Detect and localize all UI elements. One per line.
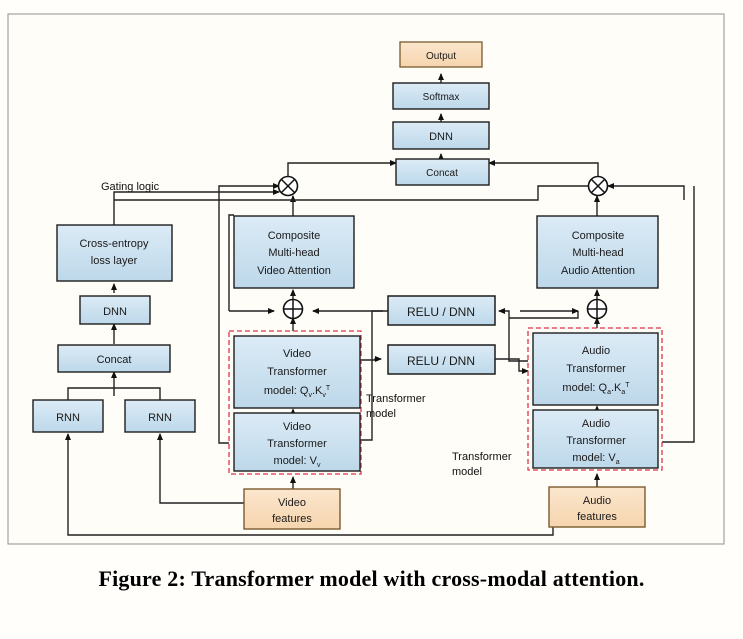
edge-gating-right-to-audiogate — [607, 183, 685, 200]
node-concat-top-label: Concat — [426, 168, 458, 179]
node-audio-features-line1: Audio — [583, 495, 611, 507]
edge-leftbus-vertical — [228, 214, 234, 311]
annotation-transformer-model-video-line2: model — [366, 408, 396, 420]
edge-audioqk-to-reluupper — [498, 308, 528, 362]
edge-videov-branch — [360, 310, 383, 441]
audio-transformer-group — [527, 327, 663, 471]
node-dnn-left-label: DNN — [103, 306, 127, 318]
node-softmax: Softmax — [392, 82, 490, 110]
node-composite-audio-line2: Multi-head — [572, 247, 623, 259]
annotation-transformer-model-audio-line1: Transformer — [452, 451, 512, 463]
node-softmax-label: Softmax — [423, 92, 460, 103]
node-composite-video-line1: Composite — [268, 230, 321, 242]
node-video-qk-line2: Transformer — [267, 366, 327, 378]
figure-caption: Figure 2: Transformer model with cross-m… — [98, 566, 645, 591]
edge-gating-to-videogate — [113, 189, 280, 225]
node-output: Output — [399, 41, 483, 68]
node-composite-audio-line3: Audio Attention — [561, 265, 635, 277]
node-composite-multihead-audio-attention: Composite Multi-head Audio Attention — [536, 215, 659, 289]
node-composite-video-line2: Multi-head — [268, 247, 319, 259]
node-rnn-left: RNN — [32, 399, 104, 433]
node-cross-entropy-loss-layer: Cross-entropy loss layer — [56, 224, 173, 282]
operator-gate-audio-multiply — [587, 175, 609, 197]
node-rnn-right-label: RNN — [148, 412, 172, 424]
node-audio-qk-line2: Transformer — [566, 363, 626, 375]
node-relu-dnn-upper-label: RELU / DNN — [407, 305, 475, 319]
node-rnn-right: RNN — [124, 399, 196, 433]
node-concat-left-label: Concat — [97, 354, 132, 366]
node-audio-features: Audio features — [548, 486, 646, 528]
node-dnn-top-label: DNN — [429, 131, 453, 143]
node-video-transformer-v: Video Transformer model: Vv — [233, 412, 361, 472]
node-cross-entropy-line2: loss layer — [91, 255, 138, 267]
node-relu-dnn-lower-label: RELU / DNN — [407, 354, 475, 368]
node-concat-top: Concat — [395, 158, 490, 186]
edge-audiov-right-bus — [662, 186, 695, 443]
node-composite-multihead-video-attention: Composite Multi-head Video Attention — [233, 215, 355, 289]
annotation-gating-logic: Gating logic — [101, 181, 160, 193]
node-audio-features-line2: features — [577, 511, 617, 523]
node-audio-transformer-v: Audio Transformer model: Va — [532, 409, 659, 469]
node-video-v-line2: Transformer — [267, 438, 327, 450]
node-relu-dnn-upper: RELU / DNN — [387, 295, 496, 326]
edge-videoqk-to-relulower — [360, 356, 382, 362]
node-video-features-line1: Video — [278, 497, 306, 509]
operator-gate-video-multiply — [277, 175, 299, 197]
edge-videogate-to-concat — [287, 160, 397, 177]
node-audio-qk-line3: model: Qa.KaT — [562, 382, 630, 396]
node-audio-v-line3: model: Va — [572, 452, 619, 466]
node-video-transformer-qk: Video Transformer model: Qv.KvT — [233, 335, 361, 409]
node-composite-audio-line1: Composite — [572, 230, 625, 242]
edge-audiogate-to-concat — [488, 160, 599, 177]
edge-videov-to-videogate-bus — [218, 183, 280, 444]
operator-sum-video-plus — [282, 298, 304, 320]
node-audio-v-line2: Transformer — [566, 435, 626, 447]
node-audio-transformer-qk: Audio Transformer model: Qa.KaT — [532, 332, 659, 406]
edge-videofeatures-to-rnn — [157, 433, 249, 504]
node-concat-left: Concat — [57, 344, 171, 373]
node-video-features-line2: features — [272, 513, 312, 525]
node-composite-video-line3: Video Attention — [257, 265, 331, 277]
annotation-transformer-model-audio-line2: model — [452, 466, 482, 478]
node-video-v-line3: model: Vv — [274, 455, 321, 469]
operator-sum-audio-plus — [586, 298, 608, 320]
edge-rnn-join-bar — [67, 387, 161, 400]
node-dnn-top: DNN — [392, 121, 490, 150]
annotation-transformer-model-video-line1: Transformer — [366, 393, 426, 405]
node-output-label: Output — [426, 51, 456, 62]
edge-gating-long-segment — [114, 185, 608, 201]
node-rnn-left-label: RNN — [56, 412, 80, 424]
node-video-qk-line3: model: Qv.KvT — [264, 385, 331, 399]
node-relu-dnn-lower: RELU / DNN — [387, 344, 496, 375]
node-cross-entropy-line1: Cross-entropy — [79, 238, 149, 250]
edge-relulower-to-audioqk — [495, 358, 529, 374]
node-video-qk-line1: Video — [283, 348, 311, 360]
node-audio-v-line1: Audio — [582, 418, 610, 430]
node-video-features: Video features — [243, 488, 341, 530]
node-video-v-line1: Video — [283, 421, 311, 433]
video-transformer-group — [228, 330, 362, 475]
node-audio-qk-line1: Audio — [582, 345, 610, 357]
node-dnn-left: DNN — [79, 295, 151, 325]
